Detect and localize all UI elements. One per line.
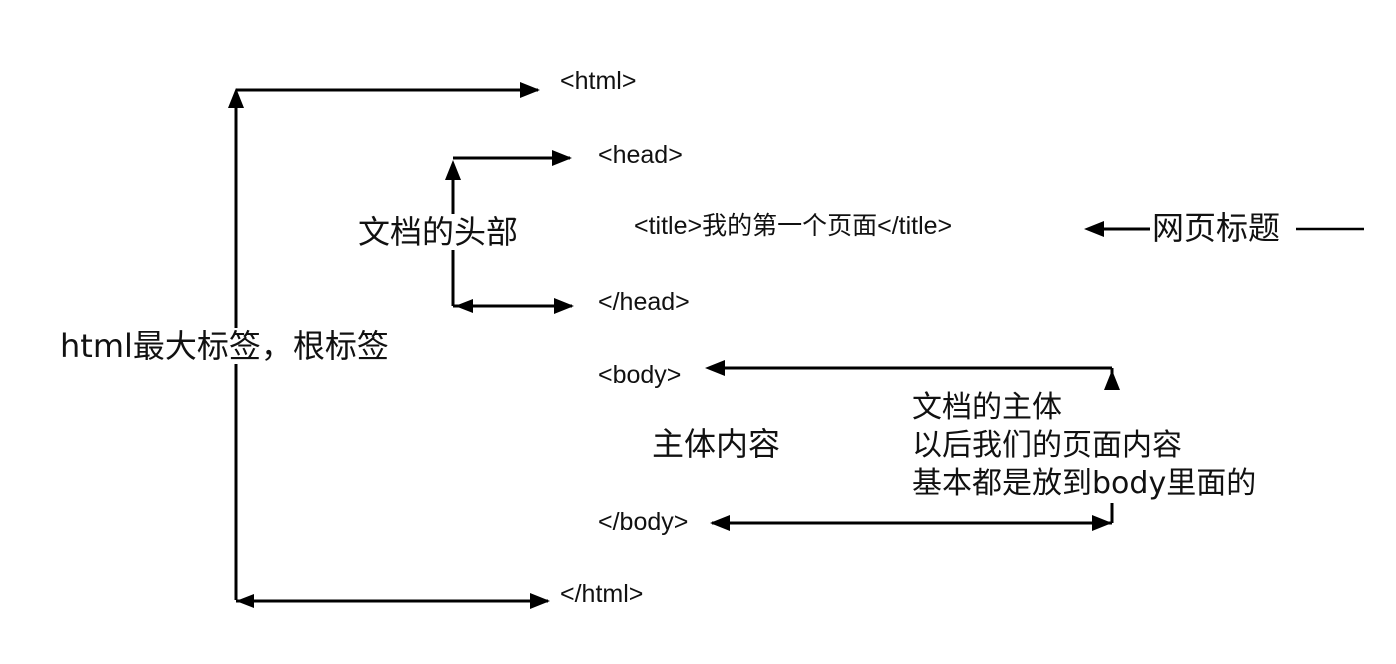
html-open-arrowhead — [520, 82, 540, 98]
body-content-label: 主体内容 — [652, 425, 781, 463]
head-close-tag: </head> — [598, 288, 690, 316]
head-open-arrowhead — [552, 150, 572, 166]
body-bracket-up-arrowhead — [1104, 370, 1120, 390]
html-close-arrowhead — [530, 593, 550, 609]
body-note: 文档的主体 以后我们的页面内容 基本都是放到body里面的 — [912, 389, 1256, 503]
title-tag-line: <title>我的第一个页面</title> — [634, 212, 953, 240]
root-label: html最大标签，根标签 — [60, 327, 389, 365]
body-close-arrowhead — [710, 515, 730, 531]
head-bracket-up-arrowhead — [445, 160, 461, 180]
html-bracket-bottom-left-arrowhead — [236, 594, 254, 608]
body-close-tag: </body> — [598, 508, 689, 536]
head-open-tag: <head> — [598, 141, 683, 169]
html-bracket-up-arrowhead — [228, 88, 244, 108]
html-close-tag: </html> — [560, 580, 644, 608]
body-bracket-bottom-right-arrowhead — [1092, 515, 1112, 531]
body-open-arrowhead — [705, 360, 725, 376]
body-open-tag: <body> — [598, 361, 682, 389]
page-title-label: 网页标题 — [1152, 209, 1281, 247]
title-pointer-arrowhead — [1084, 221, 1104, 237]
html-open-tag: <html> — [560, 67, 637, 95]
head-bracket-bottom-left-arrowhead — [455, 299, 473, 313]
body-note-line-3: 基本都是放到body里面的 — [912, 466, 1257, 501]
body-note-line-2: 以后我们的页面内容 — [912, 428, 1182, 463]
head-label: 文档的头部 — [358, 213, 519, 251]
body-note-line-1: 文档的主体 — [912, 390, 1062, 425]
head-close-arrowhead — [554, 298, 574, 314]
